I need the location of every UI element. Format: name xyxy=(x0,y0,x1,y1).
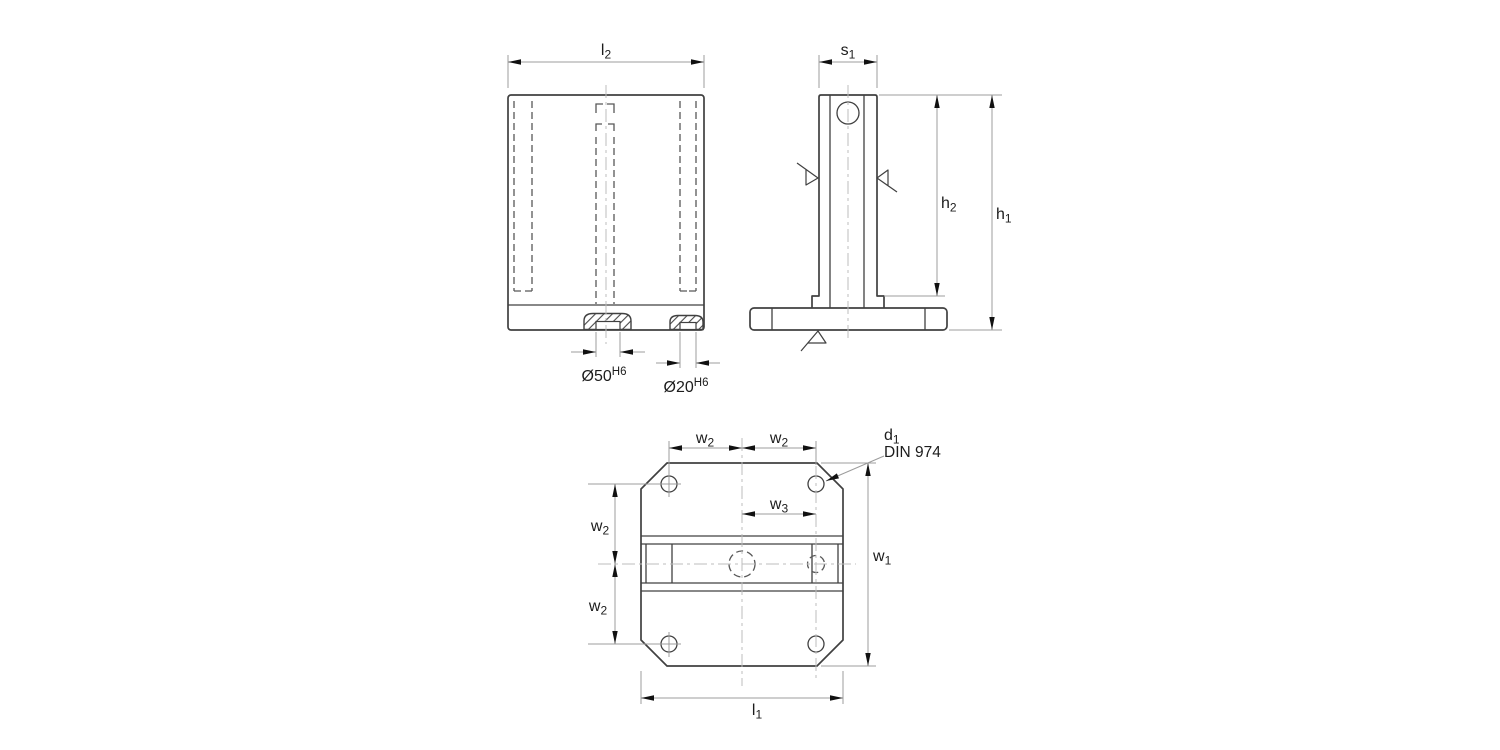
dim-label-w2: w2 xyxy=(695,430,715,450)
callout-d1: d1 DIN 974 xyxy=(825,427,941,482)
dim-label-l1: l1 xyxy=(752,702,763,722)
bore-50-section xyxy=(583,312,632,331)
dim-label-h2: h2 xyxy=(941,195,957,215)
dim-label-w2: w2 xyxy=(769,430,789,450)
dim-bore-20: Ø20H6 xyxy=(656,332,720,396)
dim-s1: s1 xyxy=(818,42,878,88)
dim-h2: h2 xyxy=(884,95,957,297)
bore-20-section xyxy=(669,314,704,331)
side-view: s1 h2 h1 xyxy=(749,42,1012,352)
surface-finish-icon xyxy=(800,330,827,352)
dim-label-bore-50: Ø50H6 xyxy=(582,366,627,385)
dim-h1: h1 xyxy=(879,94,1012,331)
callout-label-d1: d1 xyxy=(884,427,900,447)
dim-w2-left: w2 w2 xyxy=(588,483,681,657)
bore-20-notch xyxy=(679,321,697,331)
base-plate-outline xyxy=(640,462,844,667)
surface-finish-icon xyxy=(796,162,819,186)
dim-w2-top: w2 w2 xyxy=(668,430,817,497)
front-hidden-lines xyxy=(513,101,697,304)
dim-label-l2: l2 xyxy=(601,42,612,62)
dim-bore-50: Ø50H6 xyxy=(571,332,645,385)
dim-l2: l2 xyxy=(507,42,705,88)
dim-label-w3: w3 xyxy=(769,496,789,516)
leader-line xyxy=(825,455,885,482)
dim-w3: w3 xyxy=(742,496,816,517)
callout-label-din974: DIN 974 xyxy=(884,444,941,461)
dim-label-h1: h1 xyxy=(996,206,1012,226)
dim-l1: l1 xyxy=(640,671,844,722)
front-view: l2 Ø50H6 Ø20H6 xyxy=(507,42,720,396)
dim-label-bore-20: Ø20H6 xyxy=(664,377,709,396)
plan-view: w2 w2 w3 w2 w2 w1 xyxy=(588,427,941,722)
dim-label-s1: s1 xyxy=(841,42,856,62)
dim-label-w2: w2 xyxy=(590,518,610,538)
hidden-step-bracket xyxy=(595,123,615,131)
surface-finish-icon xyxy=(876,169,898,193)
bore-50-notch xyxy=(595,320,621,331)
dim-label-w1: w1 xyxy=(872,548,892,568)
dim-label-w2: w2 xyxy=(588,598,608,618)
hidden-step-bracket xyxy=(595,103,615,113)
